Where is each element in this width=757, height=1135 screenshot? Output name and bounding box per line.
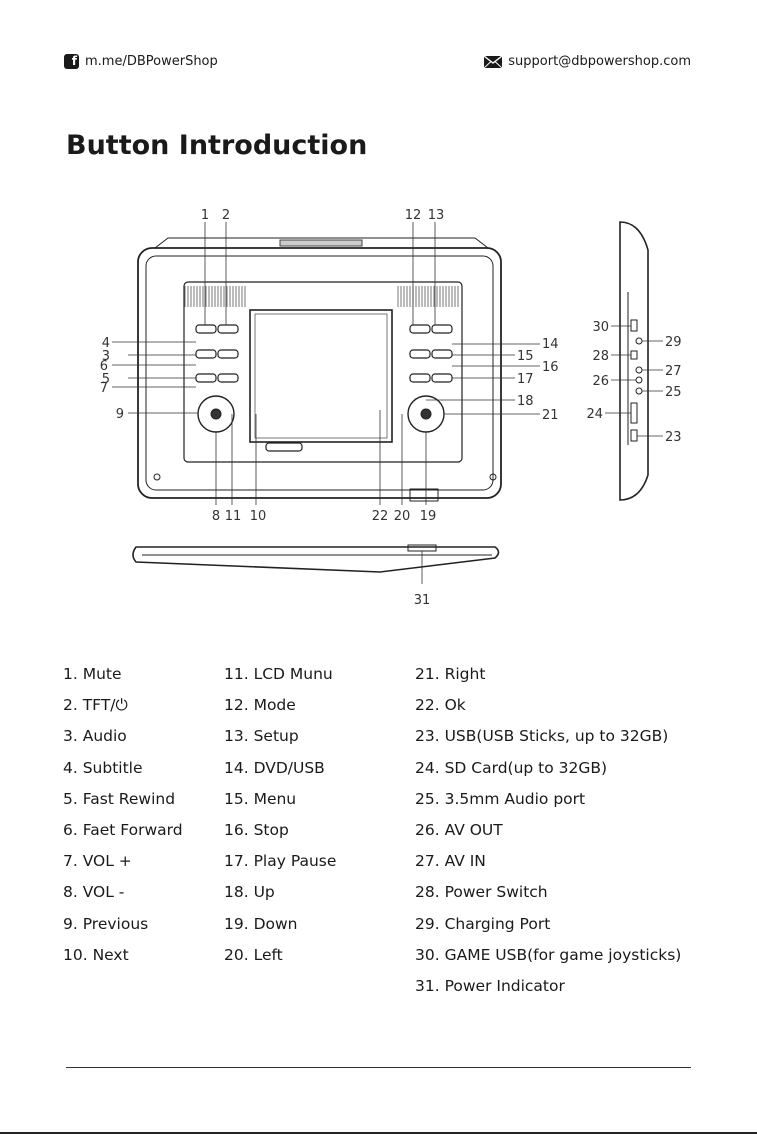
callout-8: 8 [212,509,220,524]
list-item: 19. Down [224,914,298,933]
callout-4: 4 [102,336,110,351]
callout-31: 31 [414,593,431,608]
callout-3: 3 [102,349,110,364]
device-diagram: 1 2 3 4 5 6 7 8 9 10 11 12 13 14 15 16 1… [100,208,682,608]
page-header: f m.me/DBPowerShop support@dbpowershop.c… [64,54,691,74]
callout-9: 9 [116,407,124,422]
list-item: 4. Subtitle [63,758,143,777]
list-item: 9. Previous [63,914,149,933]
callout-28: 28 [592,349,609,364]
email-contact: support@dbpowershop.com [484,54,691,69]
callout-25: 25 [665,385,682,400]
callout-6: 6 [100,359,108,374]
list-item: 14. DVD/USB [224,758,325,777]
callout-18: 18 [517,394,534,409]
callout-12: 12 [405,208,422,223]
player-bottom-view [132,544,500,584]
mail-icon [484,55,503,68]
page-title: Button Introduction [66,130,368,161]
list-item: 25. 3.5mm Audio port [415,789,586,808]
list-item: 30. GAME USB(for game joysticks) [415,945,682,964]
list-item: 11. LCD Munu [224,665,333,683]
callout-5: 5 [102,372,110,387]
email-link[interactable]: support@dbpowershop.com [508,54,691,69]
list-item: 29. Charging Port [415,914,551,933]
facebook-icon: f [64,54,79,69]
list-item: 6. Faet Forward [63,820,183,839]
list-item: 17. Play Pause [224,852,337,871]
callout-21: 21 [542,408,559,423]
callout-22: 22 [372,509,389,524]
callout-1: 1 [201,208,209,223]
list-item: 8. VOL - [63,883,125,902]
callout-17: 17 [517,372,534,387]
list-item: 7. VOL + [63,852,132,871]
list-item: 26. AV OUT [415,820,503,839]
list-item: 2. TFT/⏻ [63,696,128,715]
callout-2: 2 [222,208,230,223]
button-list-column-2: 11. LCD Munu 12. Mode 13. Setup 14. DVD/… [224,664,336,976]
callout-20: 20 [394,509,411,524]
list-item: 24. SD Card(up to 32GB) [415,758,608,777]
list-item: 28. Power Switch [415,883,548,902]
callout-11: 11 [225,509,242,524]
callout-13: 13 [428,208,445,223]
callout-10: 10 [250,509,267,524]
callout-19: 19 [420,509,437,524]
callout-15: 15 [517,349,534,364]
button-list-column-1: 1. Mute 2. TFT/⏻ 3. Audio 4. Subtitle 5.… [63,664,183,976]
list-item: 23. USB(USB Sticks, up to 32GB) [415,727,669,746]
list-item: 12. Mode [224,696,296,715]
callout-30: 30 [592,320,609,335]
page-bottom-edge [0,1132,757,1134]
list-item: 21. Right [415,665,486,683]
facebook-contact: f m.me/DBPowerShop [64,54,218,69]
list-item: 10. Next [63,945,129,964]
list-item: 16. Stop [224,820,289,839]
list-item: 31. Power Indicator [415,976,565,995]
list-item: 18. Up [224,883,275,902]
list-item: 1. Mute [63,665,122,683]
list-item: 27. AV IN [415,852,486,871]
button-list-column-3: 21. Right 22. Ok 23. USB(USB Sticks, up … [415,664,681,1007]
callout-7: 7 [100,381,108,396]
callout-29: 29 [665,335,682,350]
list-item: 3. Audio [63,727,127,746]
callout-16: 16 [542,360,559,375]
list-item: 15. Menu [224,789,297,808]
facebook-link[interactable]: m.me/DBPowerShop [85,54,218,69]
player-side-view [605,221,663,501]
callout-26: 26 [592,374,609,389]
player-front-view [112,222,540,505]
list-item: 5. Fast Rewind [63,789,176,808]
list-item: 22. Ok [415,696,466,715]
list-item: 13. Setup [224,727,299,746]
footer-divider [66,1067,691,1068]
callout-27: 27 [665,364,682,379]
callout-24: 24 [586,407,603,422]
callout-14: 14 [542,337,559,352]
callout-labels: 1 2 3 4 5 6 7 8 9 10 11 12 13 14 15 16 1… [100,208,682,608]
callout-23: 23 [665,430,682,445]
list-item: 20. Left [224,945,283,964]
